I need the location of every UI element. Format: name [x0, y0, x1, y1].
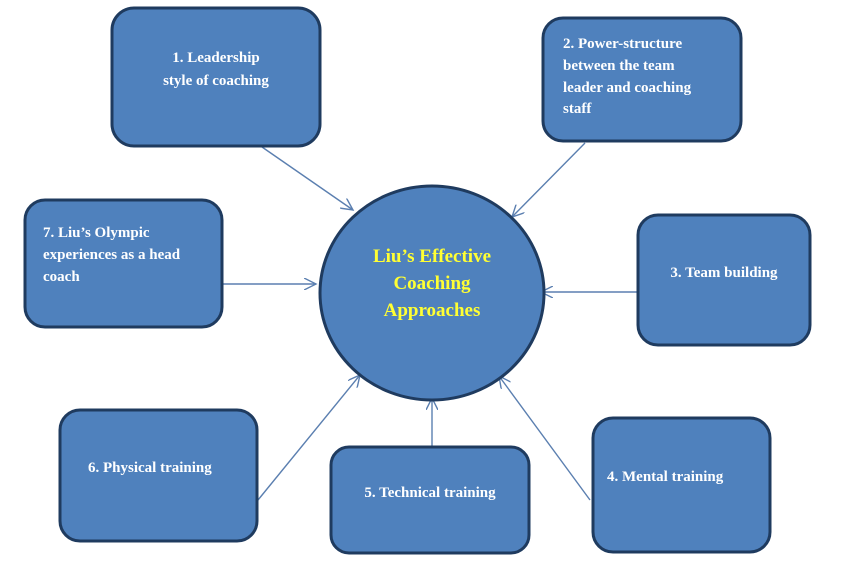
node-technical-training: 5. Technical training: [329, 445, 531, 555]
node-leadership-style: 1. Leadership style of coaching: [110, 6, 322, 148]
node-label: 2. Power-structure: [563, 36, 682, 52]
node-label: leader and coaching: [563, 80, 692, 96]
node-label: coach: [43, 269, 80, 285]
node-power-structure: 2. Power-structure between the team lead…: [541, 16, 743, 143]
node-label: 4. Mental training: [607, 469, 724, 485]
center-line-1: Liu’s Effective: [373, 246, 491, 267]
arrow-1: [261, 146, 353, 210]
arrow-4: [499, 376, 591, 501]
node-label: 6. Physical training: [88, 460, 212, 476]
node-label: style of coaching: [163, 73, 269, 89]
center-line-3: Approaches: [384, 300, 481, 321]
node-label: 5. Technical training: [364, 485, 496, 501]
node-mental-training: 4. Mental training: [591, 416, 772, 554]
node-label: staff: [563, 101, 592, 117]
node-label: experiences as a head: [43, 247, 181, 263]
node-label: between the team: [563, 58, 675, 74]
node-team-building: 3. Team building: [636, 213, 812, 347]
center-node: Liu’s Effective Coaching Approaches: [318, 184, 546, 402]
node-label: 1. Leadership: [172, 50, 260, 66]
node-label: 3. Team building: [670, 265, 778, 281]
node-label: 7. Liu’s Olympic: [43, 225, 150, 241]
center-line-2: Coaching: [393, 273, 471, 294]
node-olympic-experiences: 7. Liu’s Olympic experiences as a head c…: [23, 198, 224, 329]
node-physical-training: 6. Physical training: [58, 408, 259, 543]
arrow-2: [512, 142, 586, 217]
arrow-6: [257, 375, 360, 501]
